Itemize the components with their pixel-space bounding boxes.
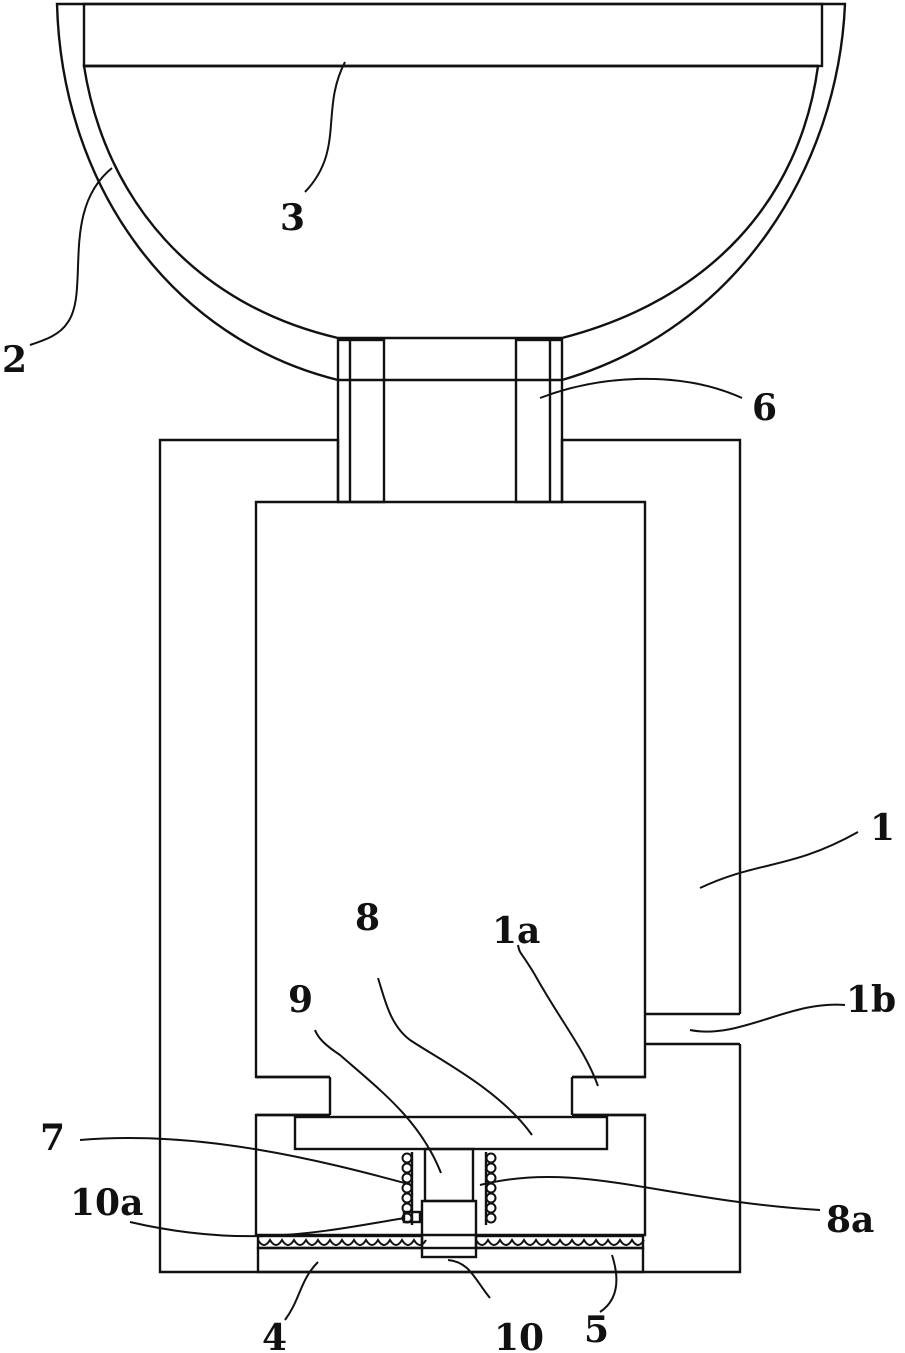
label-4: 4: [262, 1317, 287, 1353]
valve-plate: [295, 1117, 607, 1149]
label-2: 2: [2, 339, 27, 381]
spring-coil: [487, 1184, 496, 1193]
label-7: 7: [40, 1117, 65, 1159]
spring-coil: [487, 1154, 496, 1163]
label-9: 9: [288, 979, 313, 1021]
spring-coil: [487, 1164, 496, 1173]
neck-opening: [330, 1074, 572, 1118]
label-10: 10: [494, 1317, 544, 1353]
label-8: 8: [355, 897, 380, 939]
label-1: 1: [870, 807, 895, 849]
label-5: 5: [584, 1309, 609, 1351]
tube-left-wall: [338, 340, 384, 502]
bowl-shell: [57, 4, 845, 380]
tube-right-wall: [516, 340, 562, 502]
spring: [403, 1152, 496, 1225]
label-6: 6: [752, 387, 777, 429]
spring-coil: [403, 1194, 412, 1203]
label-1b: 1b: [846, 979, 896, 1021]
label-3: 3: [280, 197, 305, 239]
label-8a: 8a: [826, 1199, 874, 1241]
mesh-layer: [258, 1236, 644, 1248]
label-1a: 1a: [492, 910, 540, 952]
leader-lines: [30, 62, 858, 1320]
spring-coil: [487, 1204, 496, 1213]
spring-coil: [487, 1214, 496, 1223]
spring-coil: [403, 1174, 412, 1183]
spring-coil: [487, 1194, 496, 1203]
spring-coil: [403, 1164, 412, 1173]
label-10a: 10a: [70, 1182, 143, 1224]
filter-plate: [84, 4, 822, 66]
valve-stem: [425, 1149, 473, 1201]
spring-coil: [403, 1154, 412, 1163]
